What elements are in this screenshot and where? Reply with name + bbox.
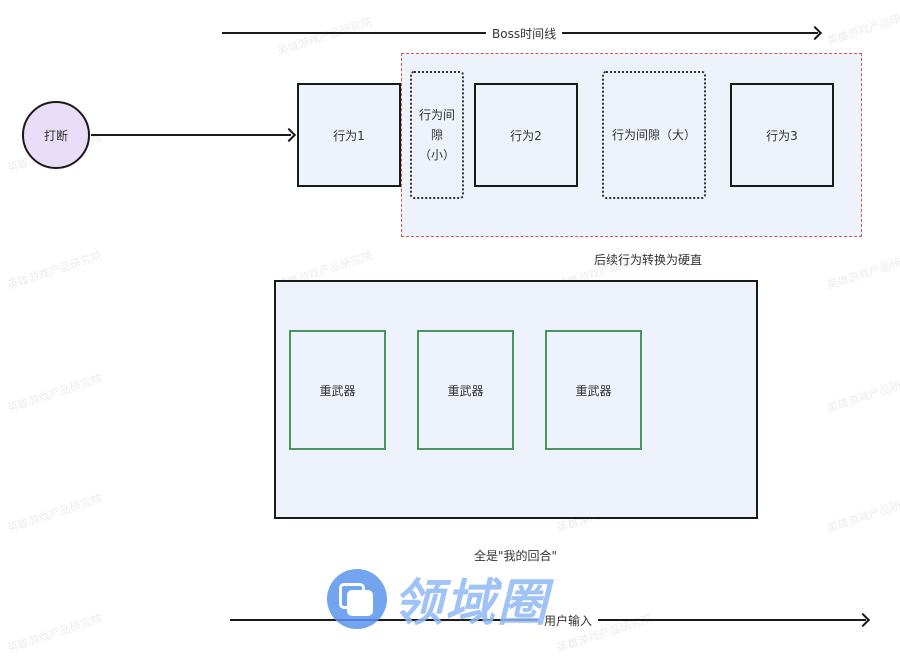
player-turn-caption: 全是"我的回合"	[474, 549, 558, 563]
gap-large-label: 行为间隙（大）	[611, 128, 696, 142]
watermark: 英雄游戏产品研究院	[825, 4, 900, 48]
stagger-caption: 后续行为转换为硬直	[594, 253, 703, 267]
interrupt-label: 打断	[43, 128, 68, 143]
heavy-weapon-box-2: 重武器	[417, 330, 514, 450]
watermark: 英雄游戏产品研究院	[5, 611, 104, 655]
heavy-weapon-box-3: 重武器	[545, 330, 642, 450]
interrupt-node: 打断	[22, 101, 90, 169]
action-box-2: 行为2	[474, 83, 578, 187]
heavy-weapon-label: 重武器	[319, 383, 356, 398]
heavy-weapon-box-1: 重武器	[289, 330, 386, 450]
action-label: 行为1	[333, 128, 365, 143]
brand-logo: 领域圈	[327, 563, 549, 635]
boss-timeline-arrowhead-icon	[807, 25, 823, 41]
user-input-arrowhead-icon	[855, 612, 871, 628]
action-label: 行为2	[510, 128, 542, 143]
action-box-3: 行为3	[730, 83, 834, 187]
brand-logo-icon	[327, 569, 387, 629]
action-box-1: 行为1	[297, 83, 401, 187]
brand-logo-text: 领域圈	[393, 574, 549, 632]
watermark: 英雄游戏产品研究院	[825, 248, 900, 292]
heavy-weapon-label: 重武器	[575, 383, 612, 398]
gap-large: 行为间隙（大）	[602, 71, 706, 199]
watermark: 英雄游戏产品研究院	[825, 491, 900, 535]
player-turn-region	[274, 280, 758, 519]
gap-small-line3: （小）	[418, 148, 455, 162]
gap-small: 行为间 隙 （小）	[410, 71, 464, 199]
watermark: 英雄游戏产品研究院	[825, 371, 900, 415]
gap-small-line2: 隙	[430, 128, 443, 142]
heavy-weapon-label: 重武器	[447, 383, 484, 398]
action-label: 行为3	[766, 128, 798, 143]
user-input-label: 用户输入	[538, 612, 599, 629]
boss-timeline-label: Boss时间线	[486, 25, 563, 42]
watermark: 英雄游戏产品研究院	[5, 248, 104, 292]
watermark: 英雄游戏产品研究院	[5, 371, 104, 415]
gap-small-line1: 行为间	[418, 108, 455, 122]
interrupt-arrowhead-icon	[281, 127, 297, 143]
interrupt-arrow-line	[91, 134, 291, 136]
watermark: 英雄游戏产品研究院	[275, 14, 374, 58]
watermark: 英雄游戏产品研究院	[5, 491, 104, 535]
